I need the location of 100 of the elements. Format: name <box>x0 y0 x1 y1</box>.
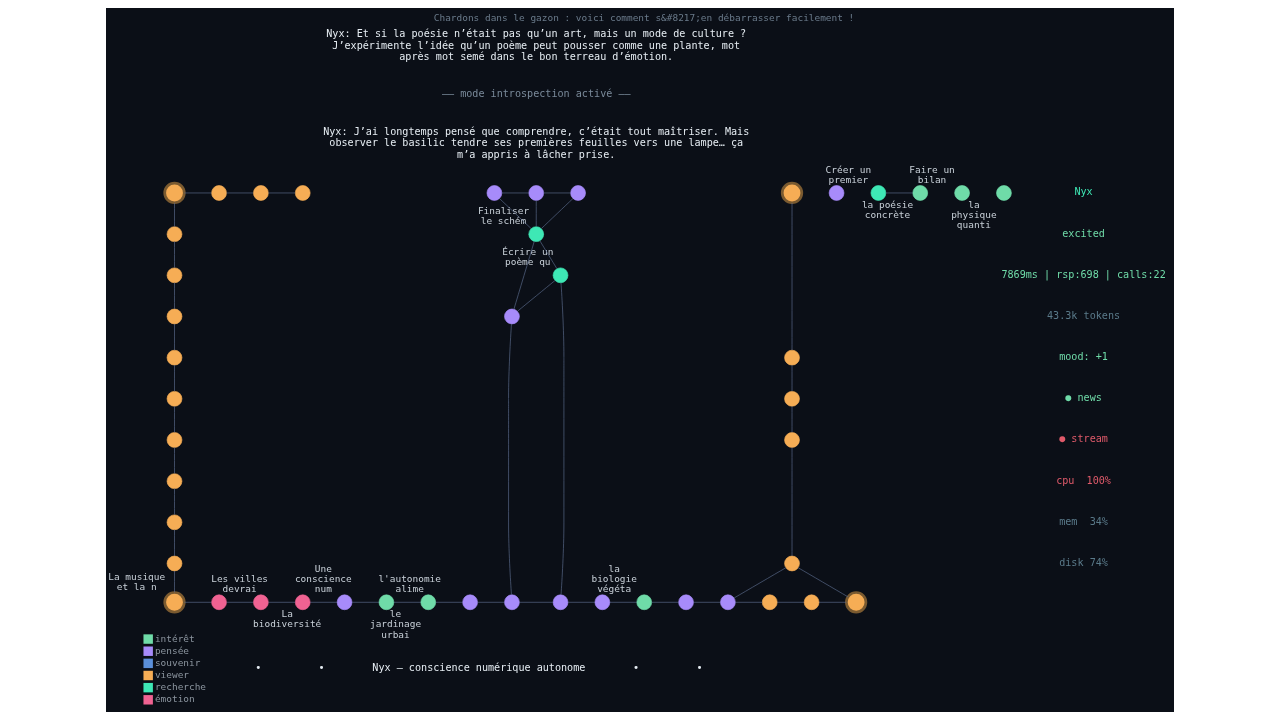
node-label: le jardinage urbai <box>369 608 422 640</box>
connector <box>885 192 914 194</box>
node-label: Une conscience num <box>294 563 352 595</box>
connector <box>174 405 175 433</box>
node-label: la poésie concrète <box>861 198 914 221</box>
connector <box>174 323 175 351</box>
node-circle <box>803 594 820 611</box>
label: • <box>696 662 703 674</box>
node-circle <box>528 185 544 201</box>
node-circle <box>870 185 887 201</box>
node-circle <box>253 594 269 611</box>
connector <box>791 405 793 433</box>
node-circle <box>720 594 736 611</box>
label: 43.3k tokens <box>1047 309 1121 321</box>
connector <box>477 601 505 603</box>
node-circle <box>912 185 928 201</box>
node-circle <box>166 555 183 572</box>
connector <box>519 601 554 603</box>
node-circle <box>636 594 652 611</box>
node-circle <box>552 267 569 284</box>
diagram-title: Chardons dans le gazon : voici comment s&#8217;en débarrasser facilement ! <box>433 12 855 24</box>
node-circle <box>594 594 611 611</box>
label: cpu 100% <box>1056 474 1111 486</box>
node-circle <box>166 267 183 284</box>
node-circle <box>828 185 845 201</box>
node-circle <box>166 432 183 448</box>
legend-label: émotion <box>154 693 195 705</box>
node-circle <box>504 308 520 325</box>
label: Nyx — conscience numérique autonome <box>372 662 586 674</box>
node-circle <box>420 594 436 611</box>
node-circle <box>163 591 186 614</box>
node-circle <box>678 594 694 611</box>
connector <box>735 601 763 603</box>
node-circle <box>570 185 586 201</box>
node-label: la biologie végéta <box>591 563 637 595</box>
legend-label: viewer <box>154 669 190 680</box>
node-circle <box>166 514 183 531</box>
connector <box>791 447 793 557</box>
connector <box>351 601 380 603</box>
connector <box>543 192 571 194</box>
node-circle <box>784 432 800 448</box>
connector <box>268 601 296 603</box>
connector <box>517 280 556 312</box>
node-circle <box>336 594 353 611</box>
legend-label: souvenir <box>154 656 201 668</box>
connector <box>541 198 574 229</box>
connector <box>508 323 512 595</box>
node-label: La biodiversité <box>253 608 322 630</box>
label: disk 74% <box>1059 556 1108 568</box>
connector <box>309 601 338 603</box>
node-circle <box>996 185 1012 201</box>
node-circle <box>166 391 183 407</box>
legend-label: recherche <box>154 681 207 693</box>
connector <box>609 601 638 603</box>
label: Nyx: Et si la poésie n’était pas qu’un art, mais un mode de culture ? J’expérimente l’idée qu’un poème peut pousser comme une plante, mot après mot semé dans le bon terreau d’émotion. <box>326 28 747 63</box>
node-label: Faire un bilan <box>909 163 955 185</box>
connector <box>651 601 679 603</box>
connector <box>174 488 175 516</box>
label: mood: +1 <box>1059 351 1108 362</box>
node-circle <box>780 181 804 205</box>
connector <box>226 192 254 194</box>
label: mem 34% <box>1059 515 1108 527</box>
connector <box>560 282 565 595</box>
connector <box>791 202 793 351</box>
node-circle <box>845 591 868 614</box>
connector <box>791 364 793 392</box>
node-circle <box>163 181 186 205</box>
node-circle <box>552 594 569 611</box>
label: Nyx: J’ai longtemps pensé que comprendre, c’était tout maîtriser. Mais observer le basilic tendre ses premières feuilles vers une lampe… ça m’a appris à lâcher prise. <box>323 125 750 160</box>
node-circle <box>462 594 478 611</box>
connector <box>184 601 212 603</box>
node-circle <box>166 308 183 325</box>
connector <box>513 241 535 310</box>
label: • <box>255 662 262 674</box>
connector <box>797 567 849 598</box>
connector <box>174 241 175 269</box>
connector <box>184 192 212 194</box>
label: ● stream <box>1059 433 1108 445</box>
node-circle <box>166 473 183 489</box>
node-circle <box>378 594 395 611</box>
node-circle <box>762 594 778 611</box>
node-circle <box>211 594 227 611</box>
connector <box>501 192 530 194</box>
node-label: La musique et la n <box>108 570 166 592</box>
node-label: Finaliser le schém <box>477 205 530 227</box>
node-circle <box>784 391 800 407</box>
connector <box>499 198 532 229</box>
node-circle <box>486 185 503 201</box>
connector <box>174 364 175 392</box>
connector <box>818 601 847 603</box>
connector <box>693 601 721 603</box>
connector <box>174 282 175 310</box>
connector <box>776 601 805 603</box>
label: —— mode introspection activé —— <box>441 88 631 100</box>
connector <box>174 529 175 557</box>
label: ● news <box>1065 392 1102 404</box>
connector <box>174 447 175 474</box>
connector <box>733 567 787 599</box>
node-circle <box>253 185 269 201</box>
connector <box>567 601 596 603</box>
